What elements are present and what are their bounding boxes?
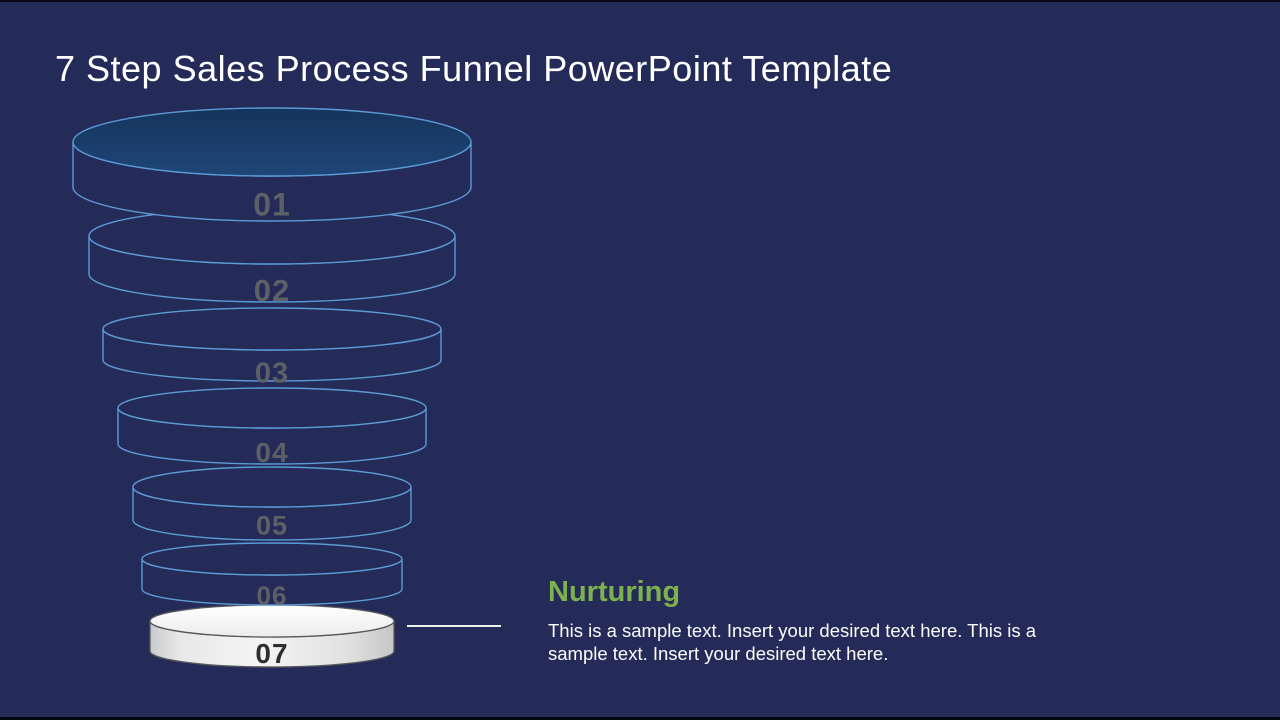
funnel-step-number: 03 xyxy=(255,357,289,389)
funnel-step-07: 07 xyxy=(149,604,395,669)
callout-connector-line xyxy=(407,625,501,627)
funnel-step-number: 01 xyxy=(253,187,291,223)
funnel-step-number: 04 xyxy=(255,437,288,468)
callout: Nurturing This is a sample text. Insert … xyxy=(548,576,1068,665)
callout-body-line-2: sample text. Insert your desired text he… xyxy=(548,643,889,664)
funnel-step-top-surface xyxy=(102,307,442,351)
funnel-step-01: 01 xyxy=(72,107,472,223)
top-letterbox-bar xyxy=(0,0,1280,2)
funnel-step-number: 05 xyxy=(256,511,288,541)
funnel-step-04: 04 xyxy=(117,387,427,468)
funnel-step-number: 02 xyxy=(254,273,290,308)
slide-title: 7 Step Sales Process Funnel PowerPoint T… xyxy=(55,48,893,89)
funnel-step-02: 02 xyxy=(88,207,456,308)
callout-body-text: This is a sample text. Insert your desir… xyxy=(548,619,1068,665)
funnel-step-number: 06 xyxy=(257,580,288,610)
callout-heading: Nurturing xyxy=(548,576,681,608)
callout-body-line-1: This is a sample text. Insert your desir… xyxy=(548,620,1037,641)
funnel-step-05: 05 xyxy=(132,466,412,541)
funnel-step-number: 07 xyxy=(255,638,288,669)
funnel-step-06: 06 xyxy=(141,542,403,610)
funnel-step-top-surface xyxy=(117,387,427,429)
funnel-step-03: 03 xyxy=(102,307,442,389)
funnel-step-top-surface xyxy=(72,107,472,177)
bottom-letterbox-bar xyxy=(0,717,1280,720)
funnel-step-top-surface xyxy=(132,466,412,508)
funnel-step-top-surface xyxy=(141,542,403,576)
